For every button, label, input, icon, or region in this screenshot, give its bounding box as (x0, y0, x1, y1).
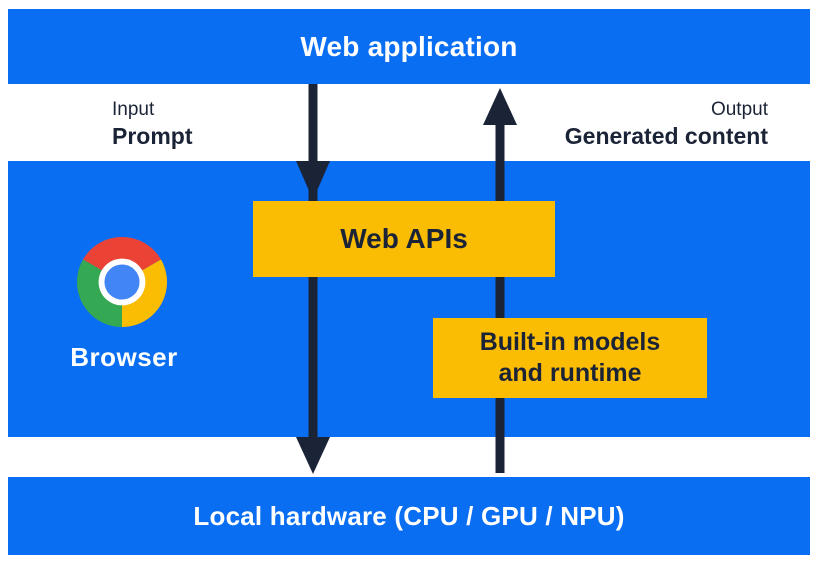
output-annotation: Output Generated content (565, 98, 768, 151)
web-application-bar: Web application (8, 9, 810, 84)
web-apis-label: Web APIs (340, 223, 468, 254)
local-hardware-label: Local hardware (CPU / GPU / NPU) (193, 500, 625, 531)
arrow-down-icon (296, 84, 330, 474)
web-apis-box: Web APIs (253, 201, 555, 277)
arrow-up-icon (483, 88, 517, 473)
built-in-models-box: Built-in models and runtime (433, 318, 707, 398)
input-value: Prompt (112, 123, 193, 149)
output-title: Output (710, 99, 768, 120)
chrome-browser-icon (77, 237, 167, 327)
browser-label: Browser (70, 342, 178, 372)
input-annotation: Input Prompt (112, 98, 193, 151)
web-application-label: Web application (300, 30, 518, 62)
input-title: Input (112, 99, 155, 120)
local-hardware-bar: Local hardware (CPU / GPU / NPU) (8, 477, 810, 555)
built-in-models-line2: and runtime (498, 359, 642, 387)
output-value: Generated content (564, 123, 768, 149)
built-in-models-line1: Built-in models (479, 328, 661, 356)
